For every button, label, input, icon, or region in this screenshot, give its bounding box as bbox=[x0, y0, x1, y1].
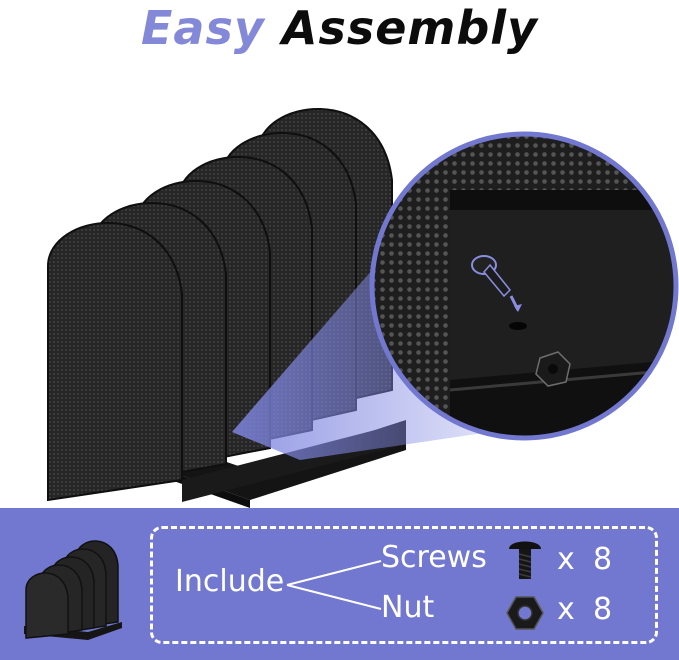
include-label: Include bbox=[175, 564, 285, 599]
product-image-organizer bbox=[47, 108, 679, 508]
screw-icon bbox=[509, 541, 541, 579]
screws-label: Screws bbox=[381, 540, 487, 575]
title-word-assembly: Assembly bbox=[281, 1, 539, 55]
nut-multiplier: x bbox=[557, 592, 575, 627]
page-title: Easy Assembly bbox=[0, 0, 679, 60]
nut-quantity: 8 bbox=[593, 592, 613, 627]
screws-multiplier: x bbox=[557, 542, 575, 577]
title-word-easy: Easy bbox=[140, 1, 265, 55]
organizer-thumbnail bbox=[24, 540, 122, 640]
included-items-banner: Include Screws Nut x 8 x 8 bbox=[0, 508, 679, 660]
hex-nut-icon bbox=[506, 596, 544, 630]
included-items-box: Include Screws Nut x 8 x 8 bbox=[150, 526, 658, 644]
nut-label: Nut bbox=[381, 590, 435, 625]
connector-lines bbox=[286, 560, 382, 610]
screws-quantity: 8 bbox=[593, 542, 613, 577]
